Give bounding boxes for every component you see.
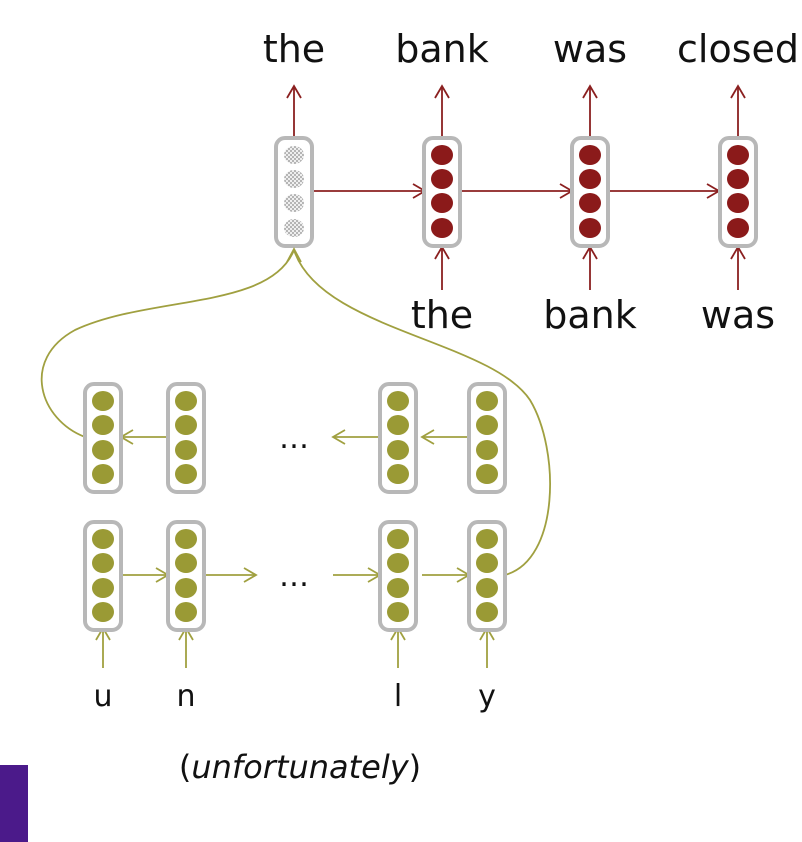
decoder-input-arrows bbox=[434, 245, 746, 290]
caption-close-paren: ) bbox=[409, 748, 421, 786]
encoder-backward-cell bbox=[83, 382, 123, 494]
encoder-backward-cell bbox=[467, 382, 507, 494]
encoder-backward-cell bbox=[166, 382, 206, 494]
encoder-backward-ellipsis: … bbox=[279, 421, 309, 456]
decoder-input-word: was bbox=[701, 293, 775, 337]
caption-open-paren: ( bbox=[179, 748, 191, 786]
encoder-input-char: l bbox=[394, 679, 402, 714]
decoder-input-word: the bbox=[411, 293, 473, 337]
encoder-input-char: u bbox=[93, 679, 112, 714]
decoder-cell bbox=[422, 136, 462, 248]
decoder-output-word: the bbox=[263, 27, 325, 71]
decoder-cell bbox=[570, 136, 610, 248]
encoder-input-char: n bbox=[176, 679, 195, 714]
encoder-forward-ellipsis: … bbox=[279, 559, 309, 594]
encoder-caption: (unfortunately) bbox=[179, 748, 421, 786]
decoder-recurrent-arrows bbox=[313, 183, 721, 199]
decoder-output-word: closed bbox=[677, 27, 799, 71]
decoder-output-word: bank bbox=[395, 27, 489, 71]
encoder-to-decoder-connections bbox=[40, 247, 551, 576]
encoder-backward-cell bbox=[378, 382, 418, 494]
accent-bar bbox=[0, 765, 28, 842]
encoder-input-char: y bbox=[478, 679, 496, 714]
encoder-forward-cell bbox=[166, 520, 206, 632]
encoder-forward-cell bbox=[83, 520, 123, 632]
encoder-forward-cell bbox=[378, 520, 418, 632]
decoder-output-arrows bbox=[286, 84, 746, 138]
decoder-initial-cell bbox=[274, 136, 314, 248]
encoder-input-arrows bbox=[95, 626, 495, 668]
decoder-output-word: was bbox=[553, 27, 627, 71]
caption-word: unfortunately bbox=[191, 748, 409, 786]
decoder-input-word: bank bbox=[543, 293, 637, 337]
encoder-forward-cell bbox=[467, 520, 507, 632]
decoder-cell bbox=[718, 136, 758, 248]
